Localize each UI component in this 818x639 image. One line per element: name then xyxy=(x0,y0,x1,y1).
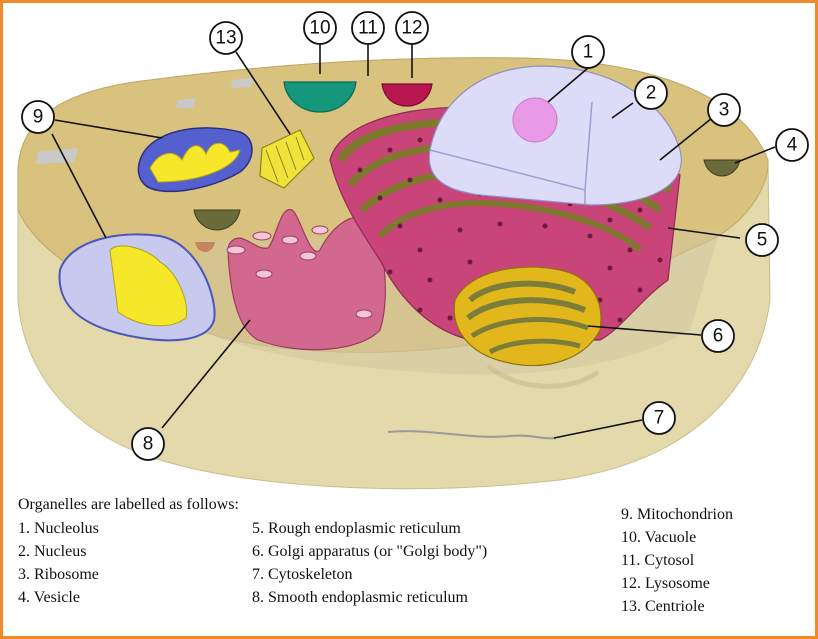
legend-item: 12. Lysosome xyxy=(621,575,710,592)
marker-10: 10 xyxy=(303,11,337,45)
svg-text:11: 11 xyxy=(358,18,378,39)
nucleus xyxy=(428,65,682,206)
legend-item: 1. Nucleolus xyxy=(18,520,99,537)
legend-item: 6. Golgi apparatus (or "Golgi body") xyxy=(252,543,488,560)
mitochondrion-top xyxy=(137,127,253,193)
legend-item: 2. Nucleus xyxy=(18,543,87,560)
smooth-endoplasmic-reticulum xyxy=(226,209,386,351)
svg-text:7: 7 xyxy=(654,408,665,429)
marker-9: 9 xyxy=(21,100,55,134)
cell-diagram: 1 2 3 4 5 6 7 8 9 10 11 12 13 xyxy=(17,11,809,490)
svg-text:4: 4 xyxy=(787,135,798,156)
vesicle xyxy=(193,209,241,231)
legend-heading: Organelles are labelled as follows: xyxy=(18,496,239,513)
svg-text:1: 1 xyxy=(583,42,594,63)
marker-5: 5 xyxy=(745,223,779,257)
svg-text:3: 3 xyxy=(719,100,730,121)
golgi-apparatus xyxy=(453,266,602,389)
legend: Organelles are labelled as follows: 1. N… xyxy=(0,495,818,635)
svg-text:2: 2 xyxy=(646,83,657,104)
vacuole xyxy=(283,81,357,113)
legend-item: 8. Smooth endoplasmic reticulum xyxy=(252,589,468,606)
svg-text:6: 6 xyxy=(713,326,724,347)
svg-text:13: 13 xyxy=(215,28,236,49)
marker-8: 8 xyxy=(131,427,165,461)
svg-text:12: 12 xyxy=(401,18,422,39)
vesicle-small xyxy=(195,242,215,252)
legend-item: 11. Cytosol xyxy=(621,552,695,569)
marker-7: 7 xyxy=(642,401,676,435)
vesicle-right xyxy=(703,159,741,177)
marker-4: 4 xyxy=(775,128,809,162)
marker-3: 3 xyxy=(707,93,741,127)
svg-text:10: 10 xyxy=(309,18,330,39)
marker-2: 2 xyxy=(634,76,668,110)
mitochondrion-bottom xyxy=(58,233,216,342)
marker-11: 11 xyxy=(351,11,385,45)
cytoskeleton-fiber xyxy=(387,430,557,440)
centriole xyxy=(259,129,315,189)
marker-13: 13 xyxy=(209,21,243,55)
legend-item: 4. Vesicle xyxy=(18,589,80,606)
leader-lines xyxy=(51,44,776,439)
legend-item: 10. Vacuole xyxy=(621,529,697,546)
svg-text:5: 5 xyxy=(757,230,768,251)
nucleolus xyxy=(512,97,558,143)
legend-item: 13. Centriole xyxy=(621,598,705,615)
lysosome xyxy=(381,83,433,107)
svg-text:8: 8 xyxy=(143,434,154,455)
svg-text:9: 9 xyxy=(33,107,44,128)
marker-1: 1 xyxy=(571,35,605,69)
membrane-holes xyxy=(36,78,254,164)
legend-item: 9. Mitochondrion xyxy=(621,506,733,523)
legend-item: 5. Rough endoplasmic reticulum xyxy=(252,520,461,537)
legend-item: 3. Ribosome xyxy=(18,566,99,583)
marker-6: 6 xyxy=(701,319,735,353)
marker-12: 12 xyxy=(395,11,429,45)
legend-item: 7. Cytoskeleton xyxy=(252,566,353,583)
